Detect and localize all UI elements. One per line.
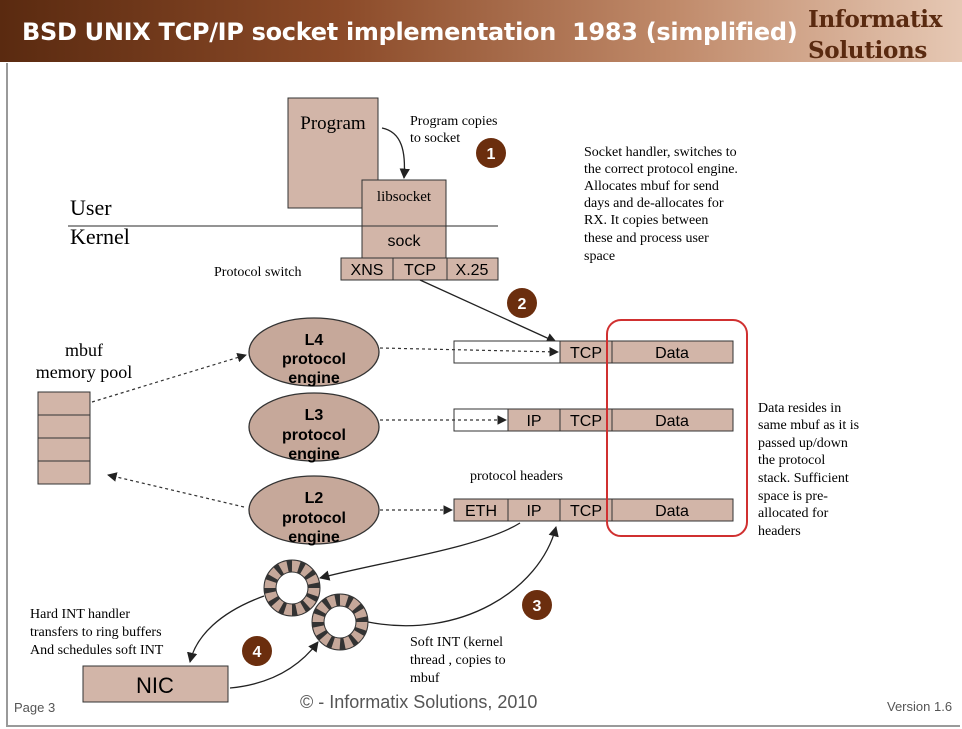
- nic-to-ring-arrow: [229, 641, 319, 689]
- l2-tcp-label: TCP: [570, 503, 602, 520]
- libsocket-box: [361, 179, 447, 227]
- pool-to-l4-arrow: [91, 352, 247, 403]
- switch-to-buffer-arrow: [419, 279, 557, 343]
- x25-label: X.25: [456, 262, 489, 279]
- program-label: Program: [300, 113, 366, 134]
- ring-buffer-upper: [263, 559, 321, 617]
- user-label: User: [70, 195, 112, 220]
- l3-engine-line-2: protocol: [282, 427, 346, 444]
- step-badge-4: 4: [242, 636, 272, 666]
- l3-ip-label: IP: [526, 413, 541, 430]
- ring-buffer-lower: [311, 593, 369, 651]
- data-resides-note: Data resides in same mbuf as it is passe…: [758, 401, 863, 539]
- kernel-label: Kernel: [70, 224, 130, 249]
- libsocket-label: libsocket: [377, 189, 432, 205]
- program-copies-line-2: to socket: [410, 131, 460, 146]
- svg-text:2: 2: [518, 296, 527, 313]
- data-highlight: [606, 319, 748, 537]
- mbuf-label-line-1: mbuf: [65, 340, 103, 360]
- l3-engine-line-1: L3: [305, 407, 324, 424]
- soft-int-note: Soft INT (kernel thread , copies to mbuf: [410, 635, 509, 686]
- l4-data-label: Data: [655, 345, 689, 362]
- eth-to-ring-arrow: [318, 522, 521, 581]
- mbuf-pool-stack: [37, 391, 91, 485]
- step-badge-3: 3: [522, 590, 552, 620]
- protocol-switch-label: Protocol switch: [214, 265, 302, 280]
- program-copies-line-1: Program copies: [410, 114, 497, 129]
- step-badge-1: 1: [476, 138, 506, 168]
- l4-engine-line-1: L4: [305, 332, 324, 349]
- l2-engine-line-3: engine: [288, 529, 340, 546]
- switch-tcp-label: TCP: [404, 262, 436, 279]
- page-number: Page 3: [14, 700, 56, 715]
- l2-engine-line-2: protocol: [282, 510, 346, 527]
- logo-line-2: Solutions: [808, 37, 928, 64]
- ring-to-tcp-arrow: [367, 525, 559, 627]
- l2-eth-label: ETH: [465, 503, 497, 520]
- protocol-headers-label: protocol headers: [470, 469, 563, 484]
- l4-tcp-label: TCP: [570, 345, 602, 362]
- svg-text:3: 3: [533, 598, 542, 615]
- logo-line-1: Informatix: [808, 6, 943, 33]
- l4-engine-line-2: protocol: [282, 351, 346, 368]
- svg-text:1: 1: [487, 146, 496, 163]
- l2-to-pool-arrow: [107, 472, 245, 508]
- l3-engine-line-3: engine: [288, 446, 340, 463]
- svg-text:4: 4: [253, 644, 262, 661]
- l3-data-box: [611, 408, 734, 432]
- version: Version 1.6: [887, 699, 953, 714]
- nic-box: [82, 665, 229, 703]
- l2-engine-line-1: L2: [305, 490, 324, 507]
- socket-handler-note: Socket handler, switches to the correct …: [584, 145, 741, 264]
- l2-data-label: Data: [655, 503, 689, 520]
- slide-title: BSD UNIX TCP/IP socket implementation 19…: [22, 18, 798, 46]
- mbuf-label-line-2: memory pool: [36, 362, 133, 382]
- ring-to-nic-arrow: [187, 595, 265, 664]
- l3-tcp-label: TCP: [570, 413, 602, 430]
- company-logo: Informatix Solutions: [808, 4, 942, 66]
- header-bar: [0, 0, 962, 62]
- l2-ip-label: IP: [526, 503, 541, 520]
- step-badge-2: 2: [507, 288, 537, 318]
- slide-frame: [6, 63, 960, 727]
- l4-data-box: [611, 340, 734, 364]
- l3-engine: [248, 392, 380, 462]
- x25-box: [446, 257, 499, 281]
- l4-engine-line-3: engine: [288, 370, 340, 387]
- l3-header-space: [453, 408, 509, 432]
- copy-arrow: [381, 127, 410, 180]
- hard-int-note: Hard INT handler transfers to ring buffe…: [30, 607, 165, 658]
- nic-label: NIC: [136, 673, 174, 698]
- l3-data-label: Data: [655, 413, 689, 430]
- l2-engine: [248, 475, 380, 545]
- l4-engine: [248, 317, 380, 387]
- copyright: © - Informatix Solutions, 2010: [300, 692, 538, 712]
- sock-label: sock: [388, 233, 422, 250]
- l2-data-box: [611, 498, 734, 522]
- xns-label: XNS: [351, 262, 384, 279]
